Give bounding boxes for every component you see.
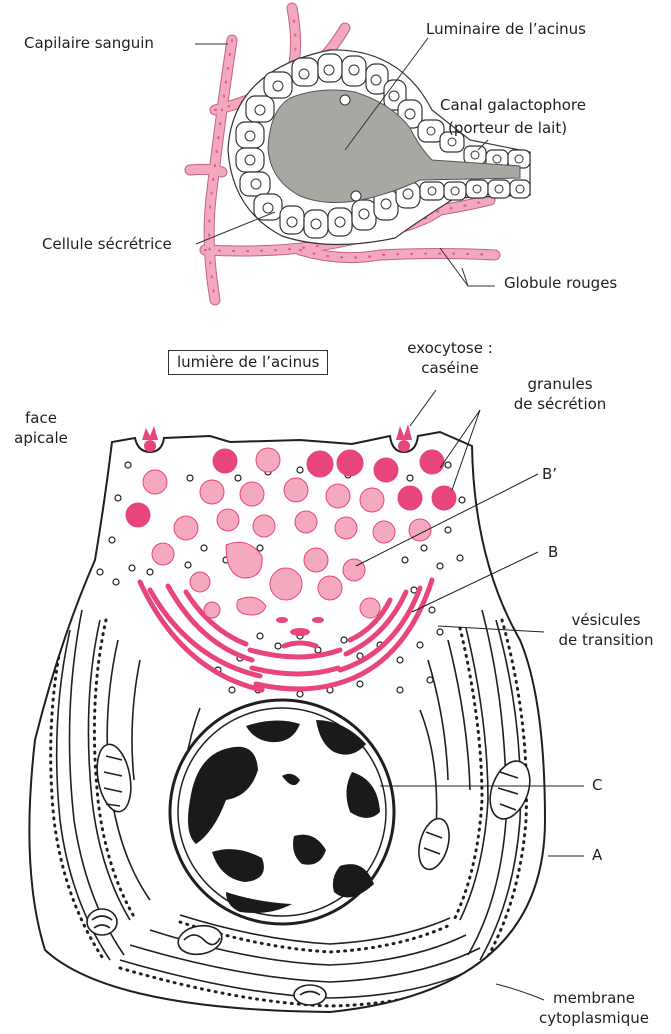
secretory-cell-diagram xyxy=(29,390,584,1012)
exocytosis-label-line2: caséine xyxy=(404,360,496,377)
lumen-label: Luminaire de l’acinus xyxy=(426,21,586,38)
membrane-label-line2: cytoplasmique xyxy=(524,1010,664,1027)
c-label: C xyxy=(592,777,602,794)
red-cells-label: Globule rouges xyxy=(504,275,617,292)
apical-label-line1: face xyxy=(4,410,78,427)
secretory-cell-label: Cellule sécrétrice xyxy=(42,236,172,253)
lumen-box-label: lumière de l’acinus xyxy=(168,350,328,375)
exocytosis-label-line1: exocytose : xyxy=(404,340,496,357)
vesicles-label-line2: de transition xyxy=(546,632,666,649)
duct-label-line2: (porteur de lait) xyxy=(448,120,567,137)
a-label: A xyxy=(592,847,602,864)
cell-nucleus xyxy=(170,700,394,924)
granules-label-line1: granules xyxy=(500,376,620,393)
duct-label-line1: Canal galactophore xyxy=(440,97,586,114)
acinus-diagram xyxy=(190,8,530,300)
membrane-label-line1: membrane xyxy=(524,990,664,1007)
apical-label-line2: apicale xyxy=(4,430,78,447)
capillary-label: Capilaire sanguin xyxy=(24,35,154,52)
granules-label-line2: de sécrétion xyxy=(500,396,620,413)
vesicles-label-line1: vésicules xyxy=(546,612,666,629)
b-prime-label: B’ xyxy=(542,466,557,483)
b-label: B xyxy=(548,544,558,561)
